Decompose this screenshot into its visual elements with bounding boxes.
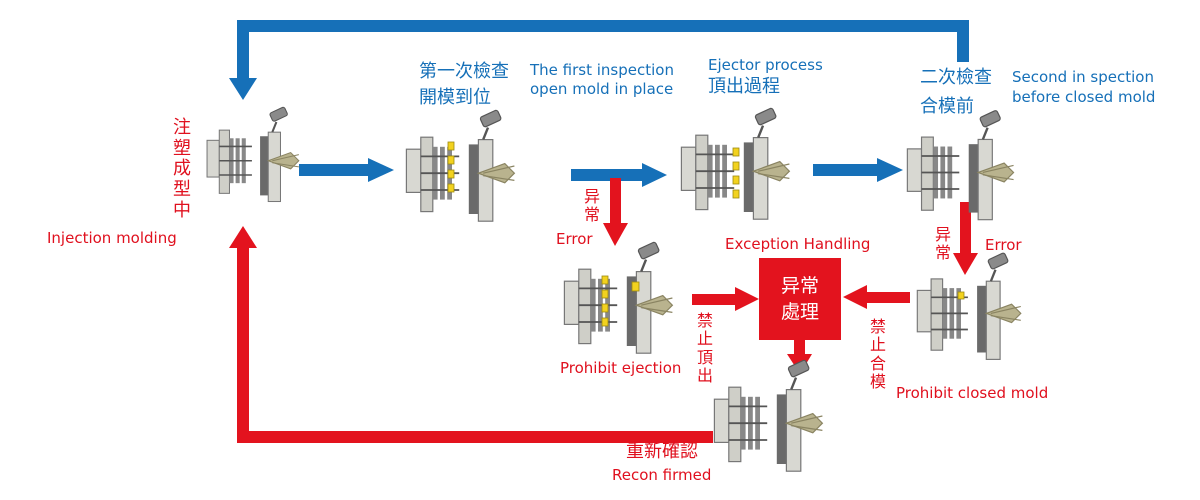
first-inspection-label-zh-2: 開模到位	[419, 87, 491, 108]
from-box-down-shaft	[794, 340, 805, 356]
top-loop-arrow	[237, 20, 969, 80]
exception-box-text-2: 處理	[780, 301, 819, 323]
error-arrow-left-head	[603, 223, 628, 246]
error-arrow-right-head	[953, 253, 978, 275]
first-inspection-label-en-2: open mold in place	[530, 80, 674, 98]
error-arrow-left-shaft	[610, 178, 621, 224]
ejector-label-zh: 頂出過程	[708, 76, 780, 97]
arrow-1-shaft	[299, 164, 369, 176]
injection-label-zh: 注塑成型中	[173, 117, 191, 221]
prohibit-ejection-label-en: Prohibit ejection	[560, 359, 682, 377]
arrow-3-shaft	[813, 164, 878, 176]
exception-handling-box: 异常 處理	[759, 258, 841, 340]
error-right-label-en: Error	[985, 236, 1022, 254]
top-loop-arrowhead	[229, 78, 257, 100]
second-inspection-label-en-2: before closed mold	[1012, 88, 1156, 106]
prohibit-ejection-label-zh: 禁止頂出	[696, 311, 713, 386]
first-inspection-label-zh-1: 第一次檢查	[419, 61, 509, 82]
first-inspection-label-en-1: The first inspection	[530, 61, 674, 79]
machine-prohibit-ejection	[563, 240, 674, 355]
to-box-left-shaft	[692, 294, 736, 305]
arrow-1-head	[368, 158, 394, 182]
to-box-right-shaft	[866, 292, 910, 303]
second-inspection-label-zh-1: 二次檢查	[920, 67, 992, 88]
bottom-loop-arrow	[237, 245, 713, 443]
arrow-3-head	[877, 158, 903, 182]
exception-handling-label: Exception Handling	[725, 235, 871, 253]
machine-reconfirm	[713, 358, 824, 473]
bottom-loop-arrowhead	[229, 226, 257, 248]
ejector-label-en: Ejector process	[708, 56, 823, 74]
prohibit-closed-label-en: Prohibit closed mold	[896, 384, 1049, 402]
machine-injection	[206, 105, 300, 203]
second-inspection-label-zh-2: 合模前	[920, 96, 974, 117]
error-right-label-zh: 异常	[934, 225, 951, 263]
prohibit-closed-label-zh: 禁止合模	[869, 317, 886, 392]
error-arrow-right-shaft	[960, 202, 971, 254]
error-left-label-zh: 异常	[583, 187, 600, 225]
to-box-left-head	[735, 287, 759, 311]
injection-label-en: Injection molding	[47, 229, 177, 247]
machine-first-inspection	[405, 108, 516, 223]
arrow-2-head	[642, 163, 667, 187]
error-left-label-en: Error	[556, 230, 593, 248]
reconfirm-label-en: Recon firmed	[612, 466, 712, 484]
second-inspection-label-en-1: Second in spection	[1012, 68, 1154, 86]
machine-ejector	[680, 106, 791, 221]
to-box-right-head	[843, 285, 867, 309]
arrow-2-shaft	[571, 169, 643, 181]
exception-box-text-1: 异常	[780, 275, 819, 297]
reconfirm-label-zh: 重新確認	[626, 441, 698, 462]
machine-prohibit-closed	[916, 251, 1022, 361]
